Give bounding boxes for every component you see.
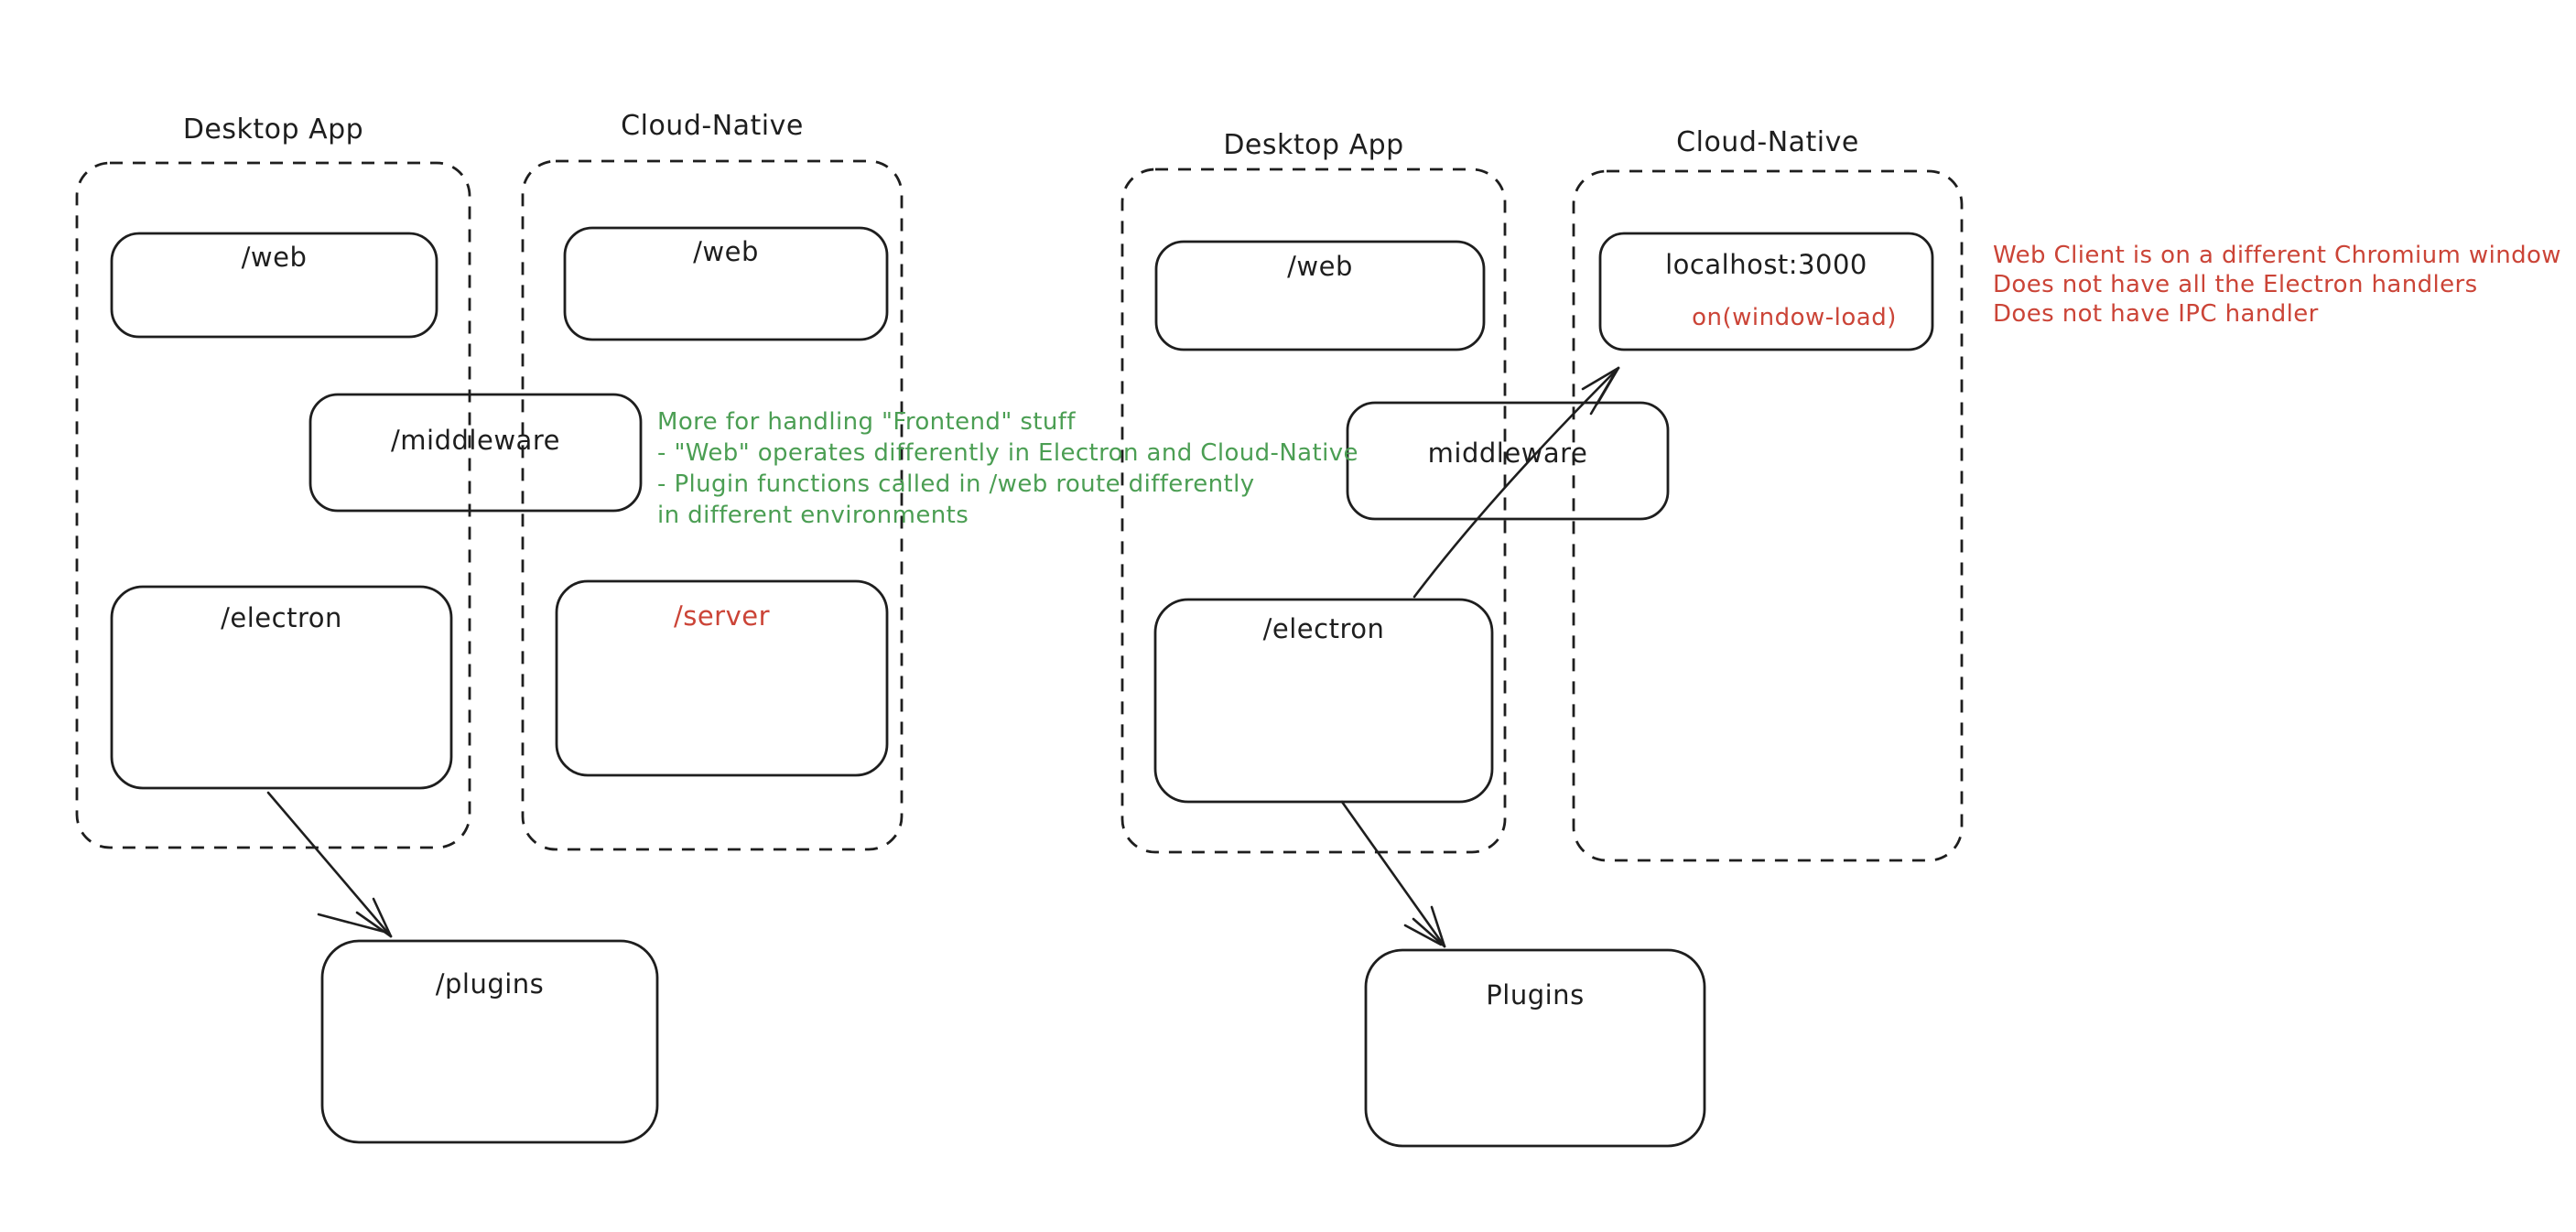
left-plugins-box [320,939,659,1144]
red-note-line-1: Web Client is on a different Chromium wi… [1993,242,2561,269]
left-desktop-app-label: Desktop App [182,113,364,146]
left-cloud-native-container [521,159,904,851]
right-localhost-label: localhost:3000 [1665,249,1867,280]
green-note-line-4: in different environments [657,502,969,529]
right-window-load-label: on(window-load) [1692,304,1897,331]
right-cloud-native-container [1572,169,1964,862]
green-note-line-2: - "Web" operates differently in Electron… [657,439,1358,467]
right-electron-label: /electron [1262,613,1385,644]
red-note-line-2: Does not have all the Electron handlers [1993,271,2478,298]
right-middleware-box [1346,401,1670,521]
left-electron-to-plugins-arrow [266,791,393,938]
green-note-line-1: More for handling "Frontend" stuff [657,408,1076,436]
left-server-label: /server [673,600,771,632]
left-plugins-label: /plugins [435,968,545,1000]
right-desktop-app-container [1120,168,1507,854]
left-web-desktop-box [110,232,438,339]
right-plugins-box [1364,948,1706,1148]
right-electron-to-localhost-arrow [1412,366,1620,599]
left-desktop-app-container [75,161,471,849]
right-plugins-label: Plugins [1486,979,1585,1010]
green-note-line-3: - Plugin functions called in /web route … [657,470,1255,498]
right-electron-to-plugins-arrow [1340,800,1446,948]
left-web-cloud-label: /web [693,236,759,267]
right-web-label: /web [1287,251,1353,282]
right-localhost-box [1598,232,1934,351]
left-server-box [555,579,889,777]
left-middleware-box [308,393,643,513]
left-web-cloud-box [563,226,889,341]
right-electron-box [1153,598,1494,804]
right-middleware-label: middleware [1427,438,1588,469]
left-middleware-label: /middleware [391,425,560,456]
left-cloud-native-label: Cloud-Native [621,110,804,142]
left-web-desktop-label: /web [241,242,308,273]
right-cloud-native-label: Cloud-Native [1676,126,1859,158]
red-note-line-3: Does not have IPC handler [1993,300,2319,328]
right-web-box [1154,240,1486,351]
left-electron-box [110,585,453,790]
right-desktop-app-label: Desktop App [1223,129,1404,161]
left-electron-label: /electron [221,602,342,633]
